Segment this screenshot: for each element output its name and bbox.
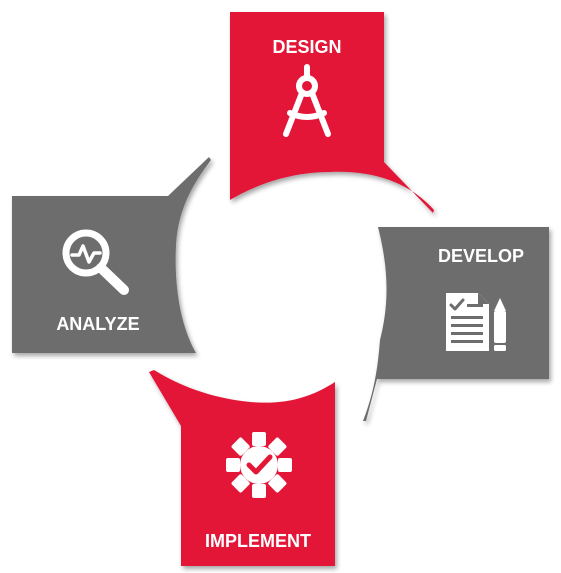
analyze-label: ANALYZE — [56, 314, 139, 334]
stage-design: DESIGN — [230, 12, 434, 213]
magnifier-pulse-icon — [62, 229, 129, 295]
document-pencil-icon — [446, 293, 506, 351]
stage-develop: DEVELOP — [363, 227, 549, 421]
gear-check-icon — [226, 432, 292, 498]
design-arrow-shape — [230, 12, 434, 213]
implement-label: IMPLEMENT — [205, 531, 311, 551]
compass-icon — [283, 64, 331, 137]
stage-implement: IMPLEMENT — [149, 370, 335, 566]
develop-label: DEVELOP — [438, 246, 524, 266]
design-label: DESIGN — [272, 37, 341, 57]
stage-analyze: ANALYZE — [12, 157, 211, 353]
analyze-arrow-shape — [12, 157, 211, 353]
